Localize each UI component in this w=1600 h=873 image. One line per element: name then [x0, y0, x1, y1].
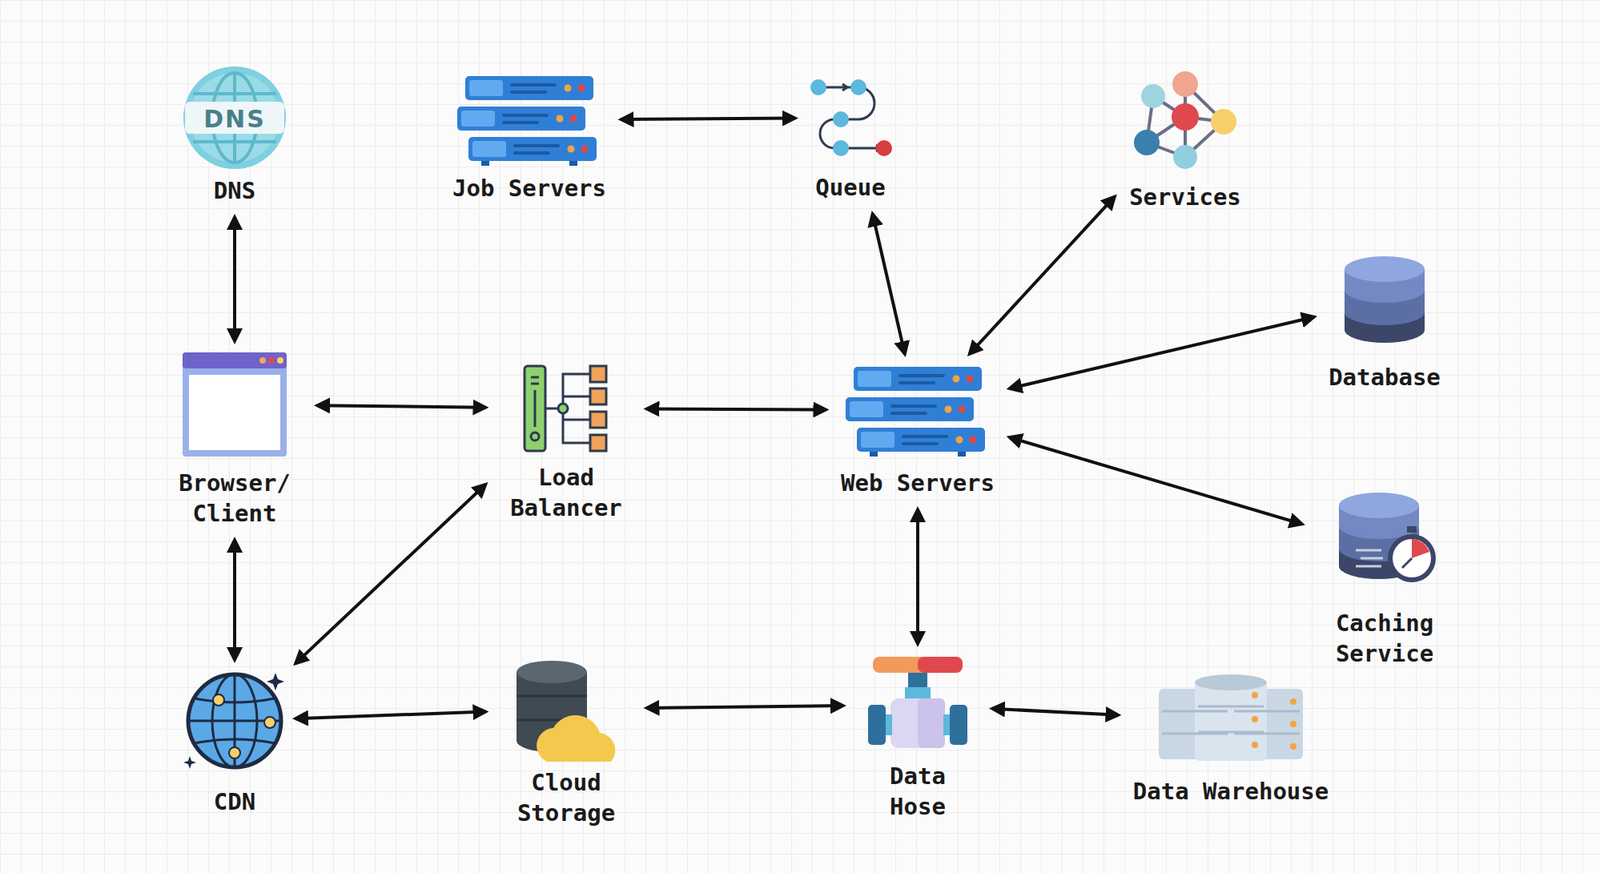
cdn-globe — [183, 672, 285, 769]
component-label: Caching Service — [1316, 607, 1453, 669]
double-arrow — [1009, 437, 1303, 524]
double-arrow — [969, 196, 1115, 354]
component-label: Cloud Storage — [500, 767, 633, 829]
server-icon — [457, 76, 597, 166]
icon-space — [163, 352, 306, 468]
double-arrow — [295, 711, 487, 720]
component-node: Queue — [806, 77, 895, 203]
double-arrow — [872, 213, 905, 354]
icon-space — [497, 365, 636, 463]
server-icon — [845, 366, 985, 457]
double-arrow — [992, 708, 1119, 716]
component-node: Load Balancer — [497, 365, 636, 523]
component-label: Data Hose — [857, 760, 978, 822]
cache-icon — [1338, 492, 1436, 583]
double-arrow — [647, 409, 827, 411]
double-arrow — [916, 509, 920, 644]
double-arrow — [1009, 317, 1315, 389]
component-label: Data Warehouse — [1132, 775, 1331, 807]
component-label: Load Balancer — [500, 462, 633, 523]
double-arrow — [233, 217, 237, 342]
icon-space — [1125, 76, 1245, 182]
icon-space — [806, 77, 895, 173]
cloud-storage-icon — [516, 660, 616, 762]
component-node: Database — [1325, 256, 1444, 393]
warehouse-icon — [1158, 674, 1303, 761]
component-node: Data Hose — [854, 655, 981, 822]
double-arrow — [233, 539, 237, 660]
icon-space — [449, 75, 611, 173]
component-node: Web Servers — [837, 365, 999, 499]
component-node: Services — [1125, 76, 1245, 213]
dns-globe — [183, 66, 286, 169]
icon-space — [1313, 503, 1456, 608]
double-arrow — [621, 118, 796, 121]
component-node: Caching Service — [1313, 503, 1456, 669]
component-node: Data Warehouse — [1129, 676, 1333, 807]
double-arrow — [295, 484, 487, 664]
icon-space — [1325, 256, 1444, 362]
load-balancer-icon — [524, 365, 607, 451]
queue-icon — [810, 79, 893, 157]
component-label: Services — [1128, 181, 1243, 213]
component-node: CDN — [184, 671, 285, 817]
icon-space — [184, 671, 285, 787]
component-node: DNS — [183, 66, 286, 206]
icon-space — [497, 656, 636, 768]
component-label: DNS — [213, 175, 258, 206]
component-node: Cloud Storage — [497, 656, 636, 829]
component-label: Job Servers — [451, 172, 608, 204]
component-label: CDN — [213, 786, 258, 817]
icon-space — [1129, 676, 1333, 776]
component-node: Job Servers — [449, 75, 611, 204]
icon-text: DNS — [203, 104, 266, 133]
component-label: Database — [1327, 361, 1442, 393]
services-graph — [1133, 71, 1237, 169]
valve-icon — [868, 656, 968, 748]
icon-space — [854, 655, 981, 761]
component-label: Web Servers — [840, 467, 997, 499]
double-arrow — [647, 705, 845, 708]
component-label: Browser/ Client — [166, 467, 303, 529]
component-node: Browser/ Client — [163, 352, 306, 529]
double-arrow — [317, 405, 487, 408]
database-icon — [1344, 256, 1425, 343]
component-label: Queue — [814, 172, 887, 203]
browser-window — [182, 352, 287, 457]
icon-space — [837, 365, 999, 468]
